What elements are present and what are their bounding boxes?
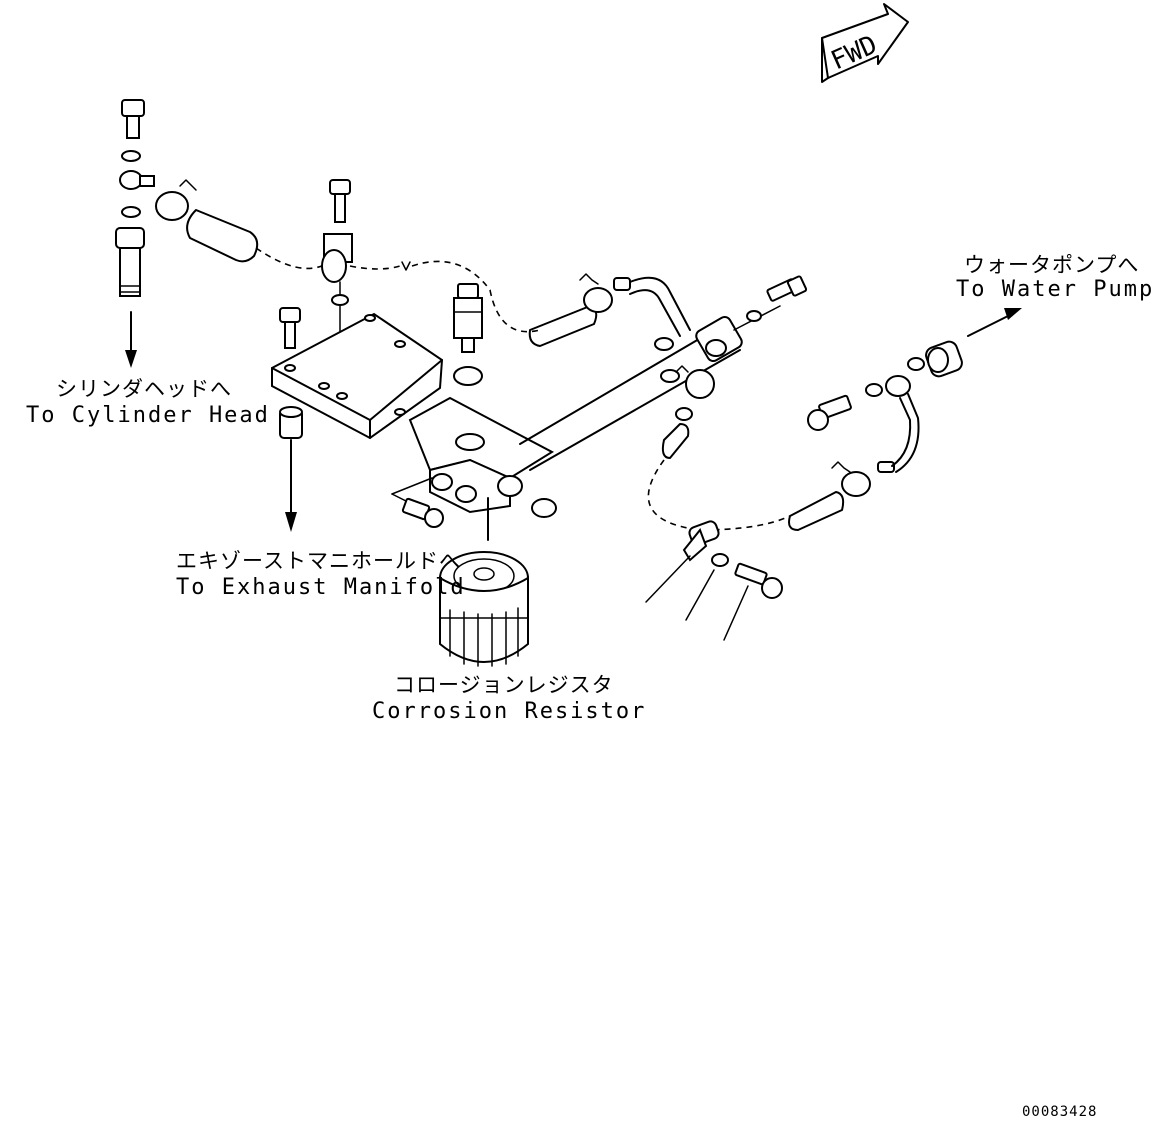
drawing-number: 00083428 <box>1022 1104 1097 1120</box>
hose-bracket <box>645 520 783 641</box>
cylinder-head-label-jp: シリンダヘッドへ <box>56 377 232 401</box>
water-pump-label-en: To Water Pump <box>956 277 1154 302</box>
corrosion-resistor-label-jp: コロージョンレジスタ <box>394 673 614 697</box>
sensor-fitting <box>647 365 791 531</box>
water-pump-fittings <box>788 308 1022 531</box>
fwd-text: FWD <box>827 30 882 77</box>
cylinder-head-label-en: To Cylinder Head <box>26 403 270 428</box>
exhaust-manifold-label-en: To Exhaust Manifold <box>176 575 466 600</box>
fwd-marker: FWD <box>821 3 909 83</box>
filter-head <box>391 396 557 541</box>
cylinder-head-fitting-stack <box>115 99 155 368</box>
water-pipe <box>519 275 808 471</box>
valve-fitting <box>453 283 483 386</box>
mounting-plate <box>271 307 444 532</box>
upper-hose-assembly <box>155 179 327 270</box>
upper-right-hose <box>528 273 691 347</box>
corrosion-resistor-label-en: Corrosion Resistor <box>372 699 646 724</box>
corrosion-resistor <box>439 551 529 667</box>
exhaust-manifold-label-jp: エキゾーストマニホールドへ <box>176 549 461 573</box>
water-pump-label-jp: ウォータポンプへ <box>964 253 1139 277</box>
